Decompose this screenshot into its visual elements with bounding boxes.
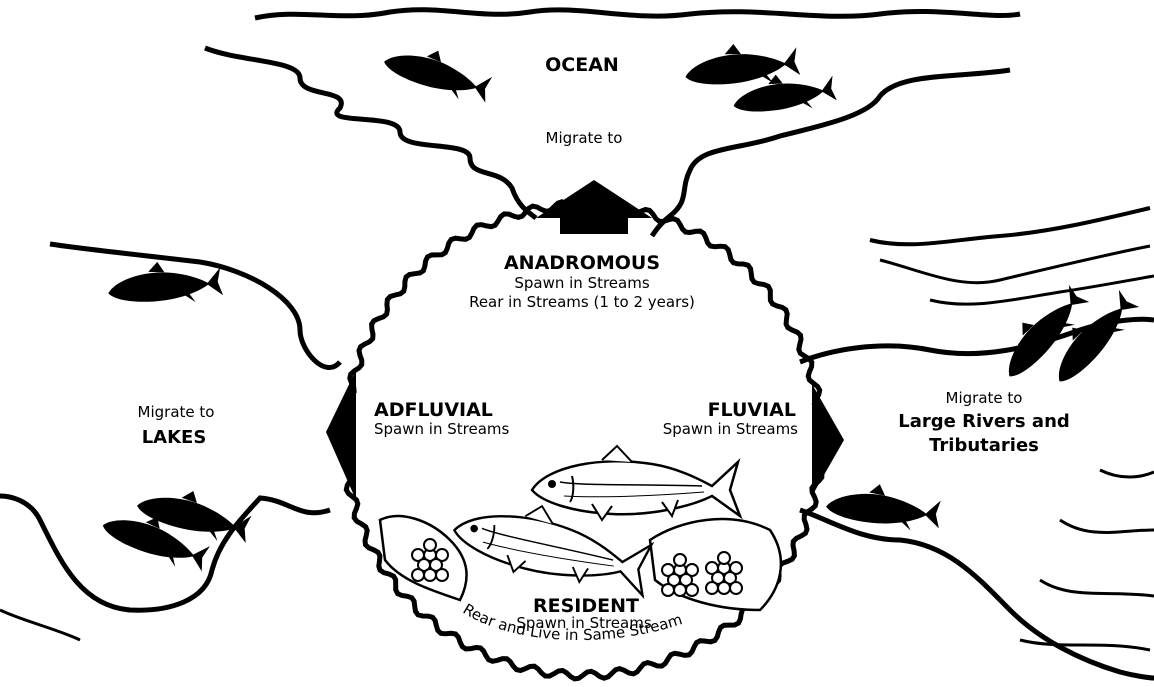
rivers-migrate-label: Migrate to	[946, 390, 1023, 407]
anadromous-line2: Rear in Streams (1 to 2 years)	[469, 294, 695, 311]
adfluvial-title: ADFLUVIAL	[374, 400, 493, 422]
lake-shore-upper	[50, 244, 340, 368]
river-channel-6	[1020, 640, 1150, 650]
trout-upper	[532, 446, 740, 520]
resident-line1: Spawn in Streams	[516, 615, 651, 632]
arrow-right-rivers	[812, 384, 844, 496]
river-shore-upper-2	[870, 208, 1150, 244]
lakes-label: LAKES	[142, 428, 207, 449]
ocean-migrate-label: Migrate to	[546, 130, 623, 147]
adfluvial-line1: Spawn in Streams	[374, 421, 509, 438]
lake-shore-small	[0, 610, 80, 640]
anadromous-line1: Spawn in Streams	[514, 275, 649, 292]
river-channel-3	[1100, 470, 1154, 477]
arrow-up-ocean	[536, 180, 652, 234]
river-channel-4	[1060, 520, 1154, 533]
anadromous-title: ANADROMOUS	[504, 253, 660, 275]
river-channel-1	[880, 246, 1150, 283]
rivers-label-line1: Large Rivers and	[898, 412, 1070, 433]
arrow-left-lakes	[326, 370, 356, 500]
fluvial-title: FLUVIAL	[708, 400, 796, 422]
river-channel-5	[1040, 580, 1154, 596]
fish-ocean-1	[380, 38, 495, 106]
lakes-migrate-label: Migrate to	[138, 404, 215, 421]
ocean-label: OCEAN	[545, 55, 619, 77]
ocean-shoreline-top	[255, 10, 1020, 18]
ocean-left-shore	[205, 48, 536, 218]
rivers-label-line2: Tributaries	[929, 436, 1039, 457]
fluvial-line1: Spawn in Streams	[663, 421, 798, 438]
